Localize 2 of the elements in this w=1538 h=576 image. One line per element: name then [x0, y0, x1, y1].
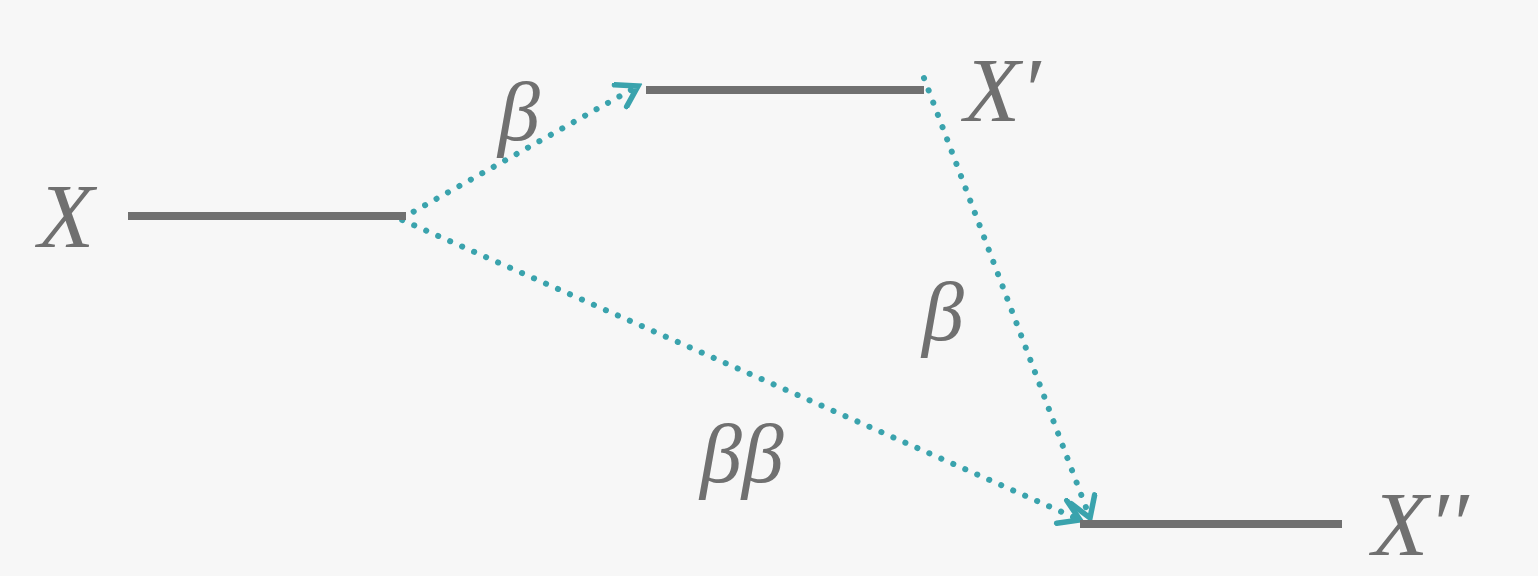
dotted-arrow [921, 75, 1098, 521]
dotted-arrow [399, 217, 1083, 527]
